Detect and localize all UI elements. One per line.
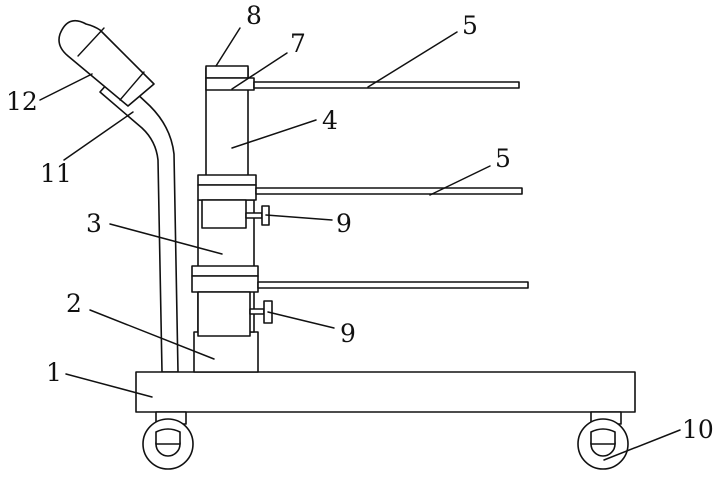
leader-5-middle <box>429 165 491 196</box>
right-wheel <box>577 411 629 470</box>
lower-sleeve <box>197 291 251 337</box>
callout-7: 7 <box>290 29 306 58</box>
top-cap <box>205 65 249 79</box>
callout-5-middle: 5 <box>495 144 511 173</box>
leader-5-top <box>367 31 458 88</box>
callout-labels: 8 7 5 12 11 4 5 9 3 2 9 1 10 <box>6 1 714 444</box>
leader-1 <box>65 373 153 398</box>
callout-8: 8 <box>246 1 262 30</box>
middle-sleeve <box>201 199 247 229</box>
middle-clamp <box>197 184 257 201</box>
lower-clamp <box>191 275 259 293</box>
leader-2 <box>89 309 215 360</box>
leader-lines <box>39 27 681 461</box>
leader-12 <box>39 73 93 101</box>
callout-11: 11 <box>40 159 72 188</box>
leader-10 <box>603 429 681 461</box>
lower-column <box>193 331 259 373</box>
support-arm-lower <box>257 281 529 289</box>
leader-7 <box>231 52 288 90</box>
leader-3 <box>109 223 223 255</box>
callout-5-top: 5 <box>462 11 478 40</box>
leader-11 <box>63 111 134 161</box>
leader-8 <box>215 27 241 67</box>
leader-9-lower <box>267 311 335 329</box>
callout-9-middle: 9 <box>336 209 352 238</box>
handle-bar <box>99 73 179 373</box>
base-plate <box>135 371 636 413</box>
left-wheel <box>142 411 194 470</box>
callout-2: 2 <box>66 289 82 318</box>
middle-collar <box>197 174 257 186</box>
callout-3: 3 <box>86 209 102 238</box>
callout-10: 10 <box>682 415 714 444</box>
callout-12: 12 <box>6 87 38 116</box>
support-arm-top <box>253 81 520 89</box>
leader-4 <box>231 119 317 149</box>
hand-grip <box>58 19 155 107</box>
callout-1: 1 <box>46 358 62 387</box>
callout-9-lower: 9 <box>340 319 356 348</box>
callout-4: 4 <box>322 106 338 135</box>
lower-collar <box>191 265 259 277</box>
leader-9-middle <box>265 214 333 221</box>
support-arm-middle <box>255 187 523 195</box>
